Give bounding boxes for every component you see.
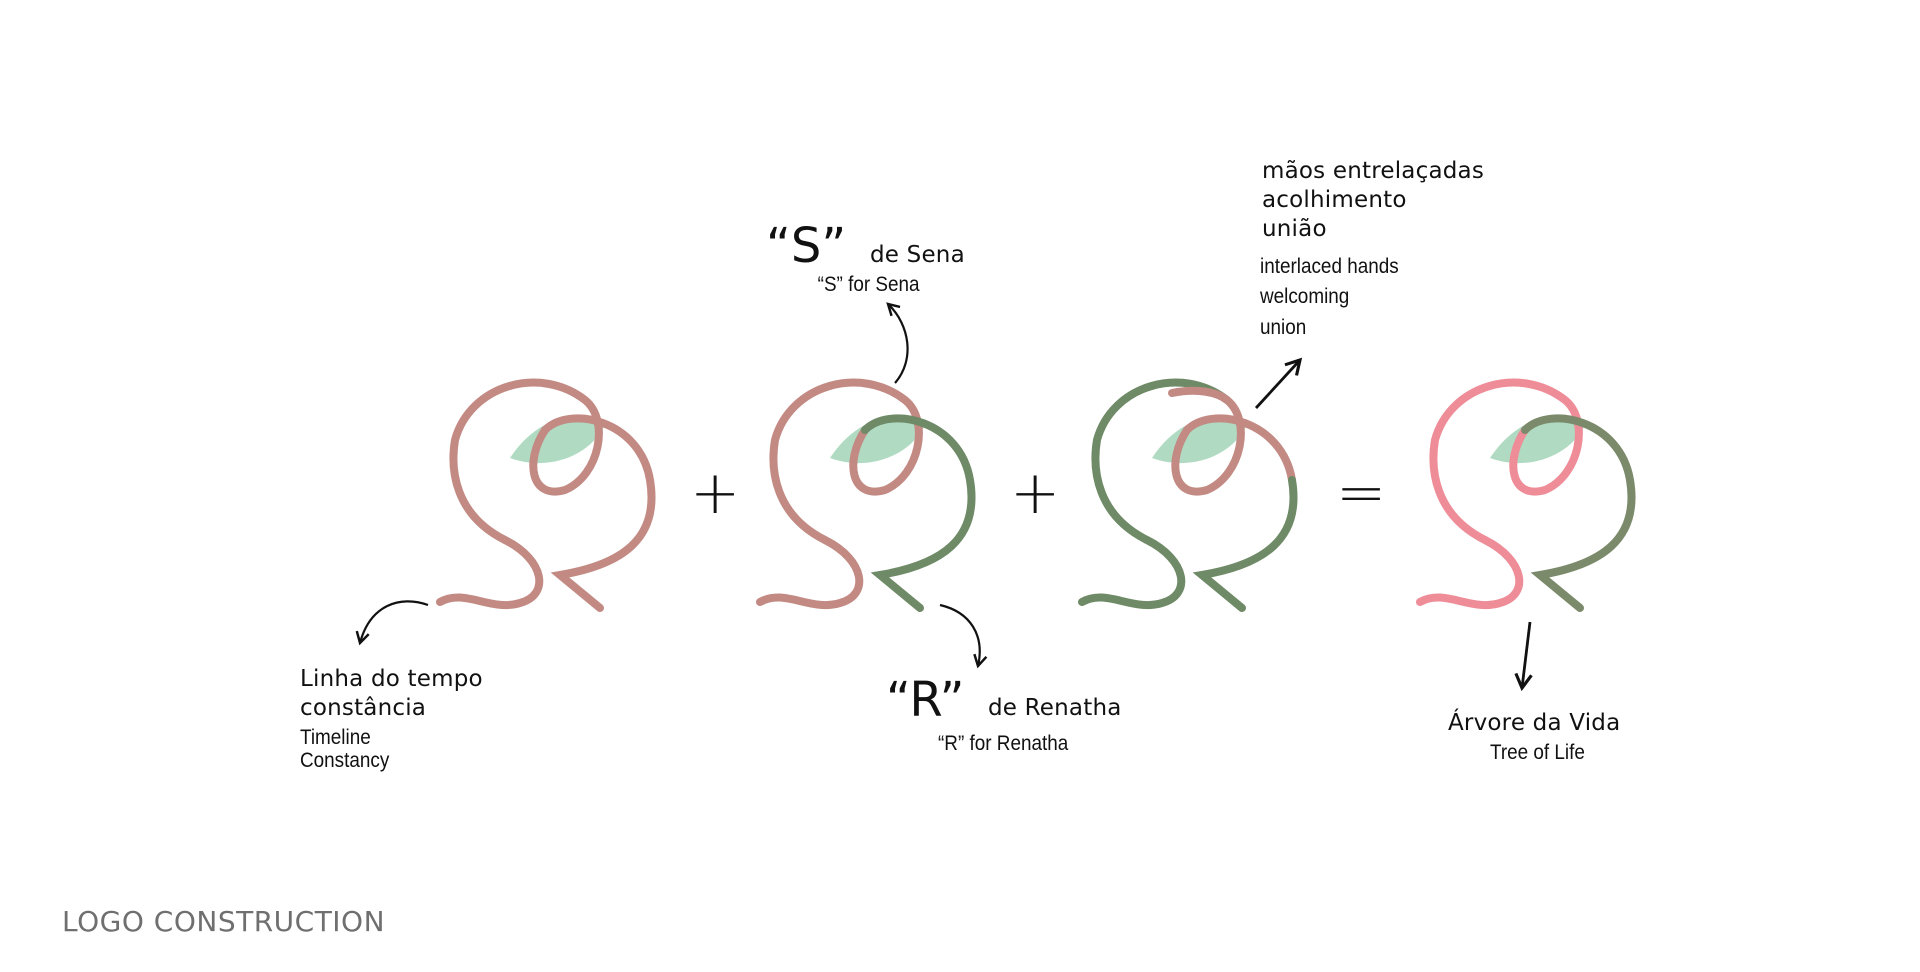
hands-pt-line1: mãos entrelaçadas bbox=[1262, 158, 1485, 184]
s-pt-label: de Sena bbox=[870, 242, 965, 268]
r-en-label: “R” for Renatha bbox=[938, 732, 1069, 755]
arrow-tree-icon bbox=[1514, 621, 1533, 692]
hands-pt-line2: acolhimento bbox=[1262, 187, 1407, 213]
hands-en-line1: interlaced hands bbox=[1260, 255, 1399, 278]
arrow-timeline-icon bbox=[355, 600, 429, 646]
timeline-pt-line1: Linha do tempo bbox=[300, 666, 483, 692]
s-stroke bbox=[436, 378, 603, 610]
logo-hands-variant bbox=[1078, 378, 1298, 612]
tree-pt-label: Árvore da Vida bbox=[1448, 710, 1621, 736]
arrow-s-icon bbox=[886, 302, 909, 384]
logo-timeline-variant bbox=[436, 378, 656, 612]
hands-pt-line3: união bbox=[1262, 216, 1327, 242]
r-pt-label: de Renatha bbox=[988, 695, 1122, 721]
r-stroke bbox=[861, 414, 976, 612]
s-stroke bbox=[1078, 378, 1231, 610]
timeline-en-line1: Timeline bbox=[300, 726, 371, 749]
arrow-r-icon bbox=[939, 603, 988, 669]
r-stroke bbox=[541, 414, 656, 612]
hands-en-line3: union bbox=[1260, 316, 1307, 339]
footer-title: LOGO CONSTRUCTION bbox=[62, 905, 386, 938]
tree-en-label: Tree of Life bbox=[1490, 741, 1585, 764]
s-quote-label: “S” bbox=[766, 218, 847, 274]
timeline-pt-line2: constância bbox=[300, 695, 427, 721]
s-en-label: “S” for Sena bbox=[817, 273, 920, 296]
arrow-hands-icon bbox=[1254, 357, 1303, 409]
plus-operator-2: + bbox=[1010, 458, 1061, 528]
hands-en-line2: welcoming bbox=[1260, 285, 1350, 308]
r-stroke bbox=[1521, 414, 1636, 612]
s-stroke bbox=[1416, 378, 1583, 610]
r-quote-label: “R” bbox=[886, 672, 965, 728]
r-stroke-top bbox=[1183, 414, 1296, 484]
timeline-en-line2: Constancy bbox=[300, 749, 390, 772]
plus-operator-1: + bbox=[690, 458, 741, 528]
equals-operator: = bbox=[1336, 458, 1387, 528]
logo-final bbox=[1416, 378, 1636, 612]
s-stroke bbox=[756, 378, 923, 610]
s-stroke-top bbox=[1168, 386, 1245, 496]
logo-s-variant bbox=[756, 378, 976, 612]
r-stroke bbox=[1192, 476, 1298, 612]
